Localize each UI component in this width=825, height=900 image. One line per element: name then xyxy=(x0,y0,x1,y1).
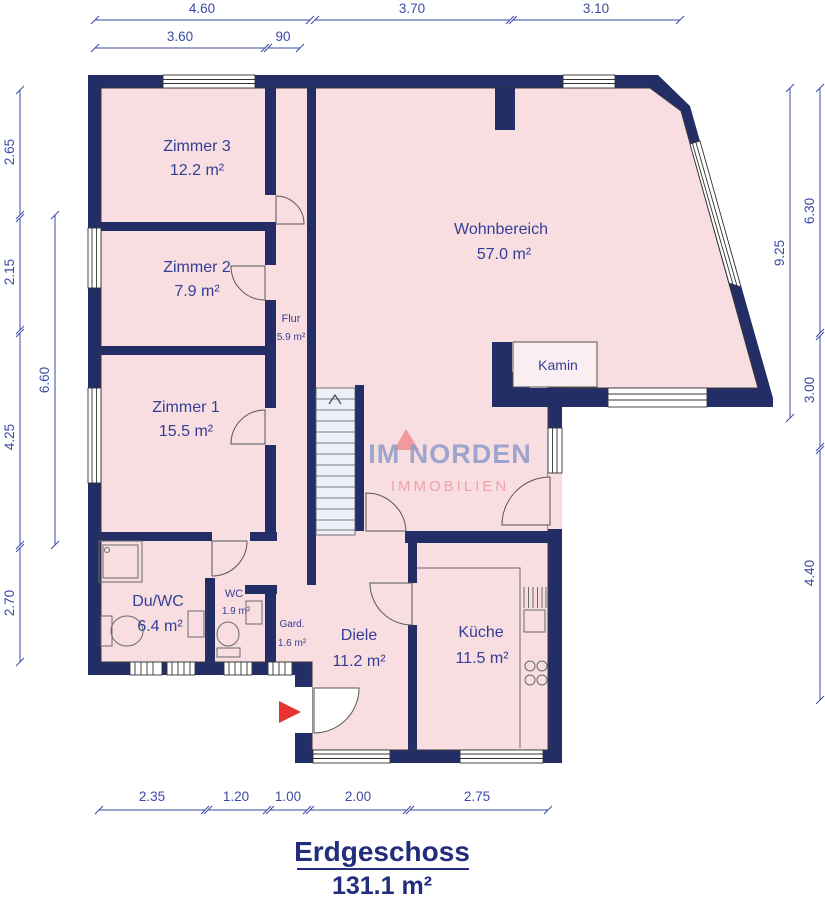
room-flur-name: Flur xyxy=(282,313,301,325)
dim-bottom-4: 2.00 xyxy=(345,789,371,804)
dim-top-1: 4.60 xyxy=(189,1,215,16)
watermark-line2: IMMOBILIEN xyxy=(391,478,509,495)
door-openings xyxy=(212,195,562,733)
entrance-arrow-icon xyxy=(279,701,301,723)
room-kueche-name: Küche xyxy=(458,624,503,641)
floor-area-total: 131.1 m² xyxy=(332,872,432,900)
watermark: IM NORDEN IMMOBILIEN xyxy=(368,429,532,495)
room-wc-name: WC xyxy=(225,588,243,600)
doors xyxy=(211,195,551,734)
dim-top-2: 3.70 xyxy=(399,1,425,16)
dim-left-3: 4.25 xyxy=(2,424,17,450)
stairs-up-arrow-icon xyxy=(328,393,342,405)
toilet-duwc xyxy=(100,615,144,647)
shower xyxy=(98,540,143,583)
toilet-wc xyxy=(216,621,241,658)
dim-top2-2: 90 xyxy=(275,29,290,44)
staircase xyxy=(315,387,356,536)
room-gard-area: 1.6 m² xyxy=(278,638,307,649)
dim-right-inner: 9.25 xyxy=(772,240,787,266)
room-wohnbereich-area: 57.0 m² xyxy=(477,246,532,263)
room-zimmer1-name: Zimmer 1 xyxy=(152,399,220,416)
kitchen-counter xyxy=(417,567,548,748)
room-duwc-name: Du/WC xyxy=(132,593,184,610)
dim-right-3: 4.40 xyxy=(802,560,817,586)
sink-duwc xyxy=(187,610,205,638)
dim-left-1: 2.65 xyxy=(2,139,17,165)
sink-wc xyxy=(245,600,263,625)
fixtures xyxy=(98,540,548,748)
windows xyxy=(87,74,742,764)
dim-top-3: 3.10 xyxy=(583,1,609,16)
floor-areas xyxy=(100,87,759,751)
room-zimmer2-name: Zimmer 2 xyxy=(163,259,231,276)
room-kamin-name: Kamin xyxy=(538,357,578,373)
dim-left-4: 2.70 xyxy=(2,590,17,616)
fireplace xyxy=(512,341,598,388)
dim-right-1: 6.30 xyxy=(802,198,817,224)
title-block: Erdgeschoss 131.1 m² xyxy=(294,836,470,900)
dim-left-2: 2.15 xyxy=(2,259,17,285)
room-kueche-area: 11.5 m² xyxy=(455,650,509,667)
floor-title: Erdgeschoss xyxy=(294,836,470,867)
room-zimmer2-area: 7.9 m² xyxy=(174,283,220,300)
watermark-line1: IM NORDEN xyxy=(368,439,532,469)
room-wohnbereich-name: Wohnbereich xyxy=(454,221,548,238)
dim-left-inner: 6.60 xyxy=(37,367,52,393)
dimension-labels: 4.60 3.70 3.10 3.60 90 2.65 2.15 4.25 2.… xyxy=(2,1,817,804)
room-diele-area: 11.2 m² xyxy=(332,653,386,670)
dim-top2-1: 3.60 xyxy=(167,29,193,44)
room-diele-name: Diele xyxy=(341,627,378,644)
room-wc-area: 1.9 m² xyxy=(222,606,251,617)
dim-bottom-1: 2.35 xyxy=(139,789,165,804)
room-zimmer1-area: 15.5 m² xyxy=(159,423,214,440)
dim-bottom-2: 1.20 xyxy=(223,789,249,804)
dim-bottom-5: 2.75 xyxy=(464,789,490,804)
dim-bottom-3: 1.00 xyxy=(275,789,301,804)
room-flur-area: 5.9 m² xyxy=(277,332,306,343)
room-zimmer3-name: Zimmer 3 xyxy=(163,138,231,155)
room-duwc-area: 6.4 m² xyxy=(137,618,183,635)
room-labels: Zimmer 3 12.2 m² Zimmer 2 7.9 m² Zimmer … xyxy=(132,138,578,670)
room-gard-name: Gard. xyxy=(279,619,304,630)
dimension-lines xyxy=(15,15,825,815)
watermark-north-triangle-icon xyxy=(394,429,419,450)
room-zimmer3-area: 12.2 m² xyxy=(170,162,225,179)
dim-right-2: 3.00 xyxy=(802,377,817,403)
